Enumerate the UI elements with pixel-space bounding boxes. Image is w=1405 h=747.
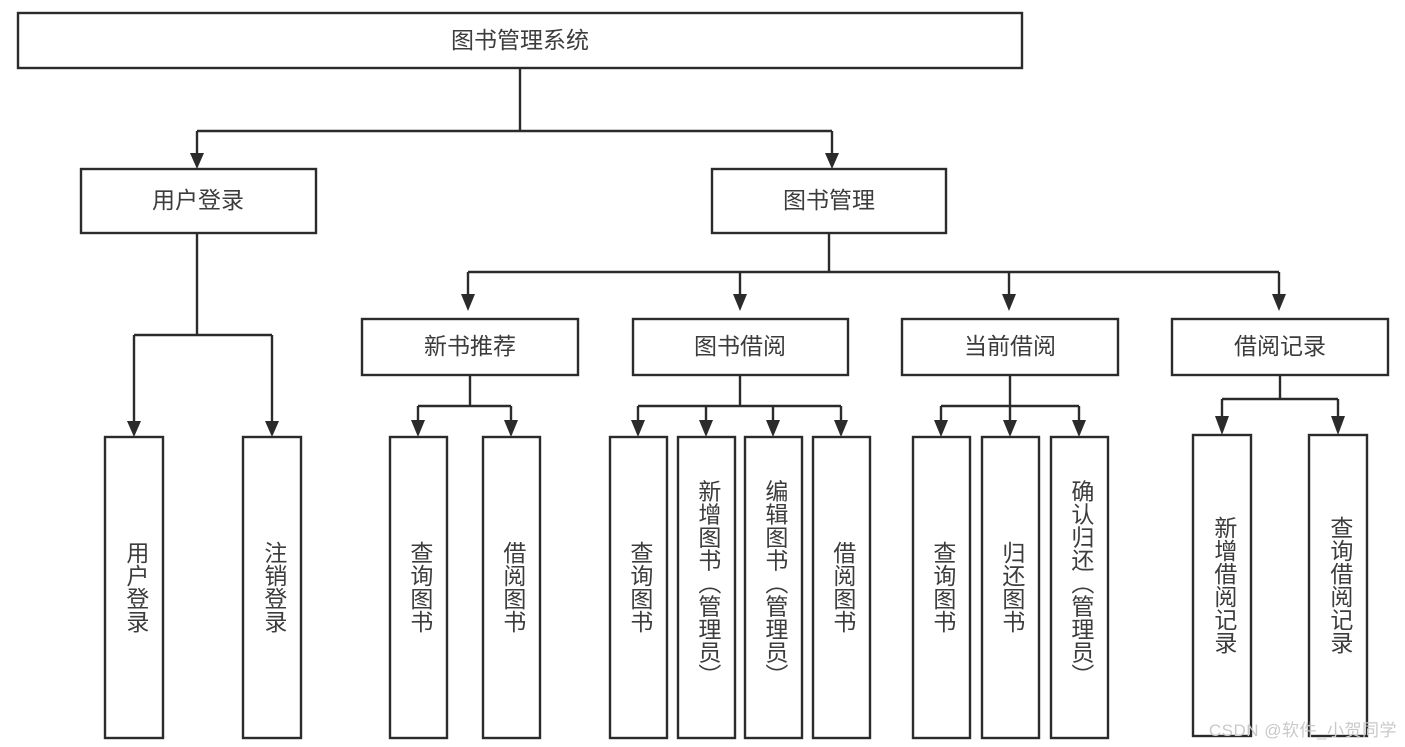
leaf-user-login-label: 用户登录 [123, 541, 150, 633]
arrow-current-borrow-l3 [1072, 420, 1086, 437]
leaf-query-record[interactable]: 查询借阅记录 [1307, 433, 1369, 738]
node-root-label: 图书管理系统 [451, 27, 589, 53]
node-borrow-record-label: 借阅记录 [1234, 333, 1326, 359]
leaf-query-book-1-label: 查询图书 [407, 541, 434, 633]
node-root[interactable]: 图书管理系统 [16, 11, 1024, 70]
node-new-book-recommend-label: 新书推荐 [424, 333, 516, 359]
arrow-user-login-l2 [265, 421, 279, 437]
node-user-login-label: 用户登录 [152, 187, 244, 213]
leaf-logout-login[interactable]: 注销登录 [241, 435, 303, 740]
leaf-confirm-return-label: 确认归还（管理员） [1068, 480, 1095, 687]
node-book-borrow-label: 图书借阅 [694, 333, 786, 359]
leaf-query-book-2[interactable]: 查询图书 [608, 435, 669, 740]
node-book-management[interactable]: 图书管理 [710, 167, 948, 235]
leaf-add-book[interactable]: 新增图书（管理员） [676, 435, 737, 740]
arrow-bm-to-current-borrow [1002, 294, 1016, 311]
arrow-bm-to-new-book [461, 294, 475, 311]
node-book-management-label: 图书管理 [783, 187, 875, 213]
arrow-borrow-record-l2 [1331, 416, 1345, 435]
arrow-bm-to-book-borrow [733, 294, 747, 311]
arrow-book-borrow-l2 [699, 420, 713, 437]
leaf-confirm-return[interactable]: 确认归还（管理员） [1049, 435, 1110, 740]
leaf-add-record[interactable]: 新增借阅记录 [1191, 433, 1253, 738]
leaf-query-book-2-label: 查询图书 [627, 541, 654, 633]
arrow-root-to-user-login [190, 153, 204, 169]
leaf-query-book-1[interactable]: 查询图书 [388, 435, 449, 740]
leaf-query-book-3[interactable]: 查询图书 [911, 435, 972, 740]
leaf-return-book-label: 归还图书 [999, 541, 1026, 633]
node-user-login[interactable]: 用户登录 [79, 167, 318, 235]
node-book-borrow[interactable]: 图书借阅 [631, 317, 850, 377]
node-current-borrow[interactable]: 当前借阅 [900, 317, 1120, 377]
arrow-user-login-l1 [127, 421, 141, 437]
arrow-borrow-record-l1 [1215, 416, 1229, 435]
node-current-borrow-label: 当前借阅 [964, 333, 1056, 359]
leaf-query-book-3-label: 查询图书 [930, 541, 957, 633]
leaf-add-record-label: 新增借阅记录 [1211, 516, 1238, 654]
leaf-return-book[interactable]: 归还图书 [980, 435, 1041, 740]
arrow-new-book-l2 [504, 420, 518, 437]
leaf-edit-book-label: 编辑图书（管理员） [762, 480, 789, 687]
leaf-add-book-label: 新增图书（管理员） [695, 480, 722, 687]
leaf-user-login[interactable]: 用户登录 [103, 435, 165, 740]
arrow-current-borrow-l1 [934, 420, 948, 437]
arrow-current-borrow-l2 [1003, 420, 1017, 437]
leaf-borrow-book-1-label: 借阅图书 [500, 541, 527, 633]
arrow-new-book-l1 [411, 420, 425, 437]
leaf-borrow-book-2-label: 借阅图书 [830, 541, 857, 633]
arrow-book-borrow-l3 [766, 420, 780, 437]
arrow-root-to-book-management [825, 153, 839, 169]
arrow-bm-to-borrow-record [1272, 294, 1286, 311]
leaf-borrow-book-1[interactable]: 借阅图书 [481, 435, 542, 740]
leaf-logout-login-label: 注销登录 [261, 541, 288, 633]
arrow-book-borrow-l1 [631, 420, 645, 437]
leaf-borrow-book-2[interactable]: 借阅图书 [811, 435, 872, 740]
connector-layer [127, 68, 1345, 437]
arrow-book-borrow-l4 [834, 420, 848, 437]
node-borrow-record[interactable]: 借阅记录 [1170, 317, 1390, 377]
node-new-book-recommend[interactable]: 新书推荐 [360, 317, 580, 377]
leaf-query-record-label: 查询借阅记录 [1327, 516, 1354, 654]
leaf-edit-book[interactable]: 编辑图书（管理员） [743, 435, 804, 740]
